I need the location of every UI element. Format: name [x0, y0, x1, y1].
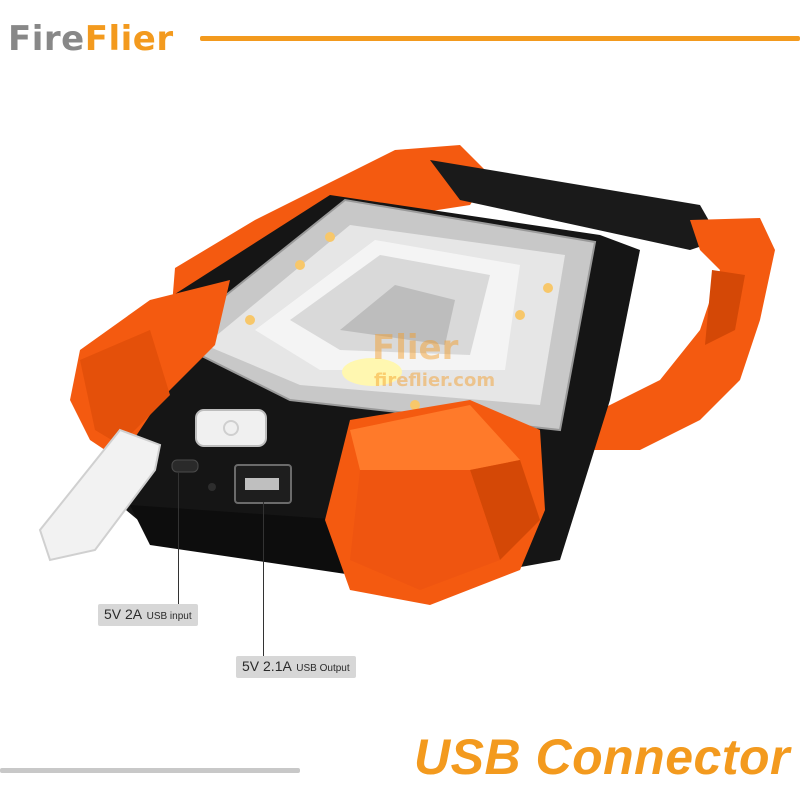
usb-input-label: 5V 2A USB input: [98, 604, 198, 626]
leader-line-input: [178, 472, 179, 604]
usb-cover-cap: [38, 428, 162, 562]
header-divider: [200, 36, 800, 41]
logo-text-fire: Fire: [8, 19, 85, 59]
logo-text-flier: Flier: [84, 19, 174, 59]
header: Fire Flier: [0, 0, 800, 80]
brand-logo: Fire Flier: [8, 14, 174, 64]
frame-back: [430, 160, 720, 250]
power-button: [195, 409, 267, 447]
usb-output-label: 5V 2.1A USB Output: [236, 656, 356, 678]
usb-output-text: USB Output: [296, 663, 350, 674]
product-photo: [38, 145, 775, 605]
usb-input-text: USB input: [146, 611, 192, 622]
usb-output-value: 5V 2.1A: [242, 658, 292, 674]
footer-divider: [0, 768, 300, 773]
footer-title: USB Connector: [414, 729, 790, 785]
cob-led: [342, 358, 402, 386]
leader-line-output: [263, 502, 264, 656]
usb-input-value: 5V 2A: [104, 606, 143, 622]
usb-c-port: [171, 459, 199, 473]
